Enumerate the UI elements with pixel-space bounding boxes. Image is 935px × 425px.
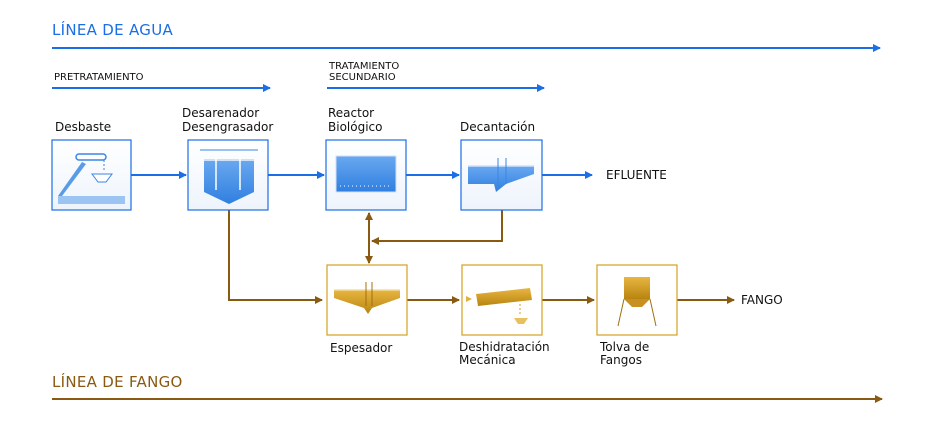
recirculation-line bbox=[371, 210, 503, 245]
screening-unit bbox=[51, 139, 132, 211]
water-line-title: LÍNEA DE AGUA bbox=[52, 21, 174, 39]
hopper-label-line1: Tolva de bbox=[600, 340, 650, 354]
secondary-label-line2: SECUNDARIO bbox=[329, 72, 396, 83]
thickener-label: Espesador bbox=[330, 341, 393, 355]
grit-label-line2: Desengrasador bbox=[182, 120, 274, 134]
settling-label: Decantación bbox=[460, 120, 536, 134]
biological-reactor-unit bbox=[325, 139, 407, 211]
sludge-line-title: LÍNEA DE FANGO bbox=[52, 373, 183, 391]
reactor-label-line2: Biológico bbox=[328, 120, 383, 134]
effluent-label: EFLUENTE bbox=[606, 168, 667, 182]
settling-tank-unit bbox=[460, 139, 543, 211]
screening-label: Desbaste bbox=[55, 120, 112, 134]
sludge-output-label: FANGO bbox=[741, 293, 783, 307]
thickener-unit bbox=[326, 264, 408, 336]
hopper-label-line2: Fangos bbox=[600, 353, 642, 367]
secondary-label-line1: TRATAMIENTO bbox=[329, 61, 400, 72]
sludge-hopper-unit bbox=[596, 264, 678, 336]
dewater-label-line1: Deshidratación bbox=[459, 340, 550, 354]
grit-chamber-unit bbox=[187, 139, 269, 211]
primary-sludge-line bbox=[228, 210, 323, 304]
pretreatment-label: PRETRATAMIENTO bbox=[54, 72, 144, 83]
dewatering-unit bbox=[461, 264, 543, 336]
dewater-label-line2: Mecánica bbox=[459, 353, 516, 367]
grit-label-line1: Desarenador bbox=[182, 106, 260, 120]
reactor-label-line1: Reactor bbox=[328, 106, 375, 120]
